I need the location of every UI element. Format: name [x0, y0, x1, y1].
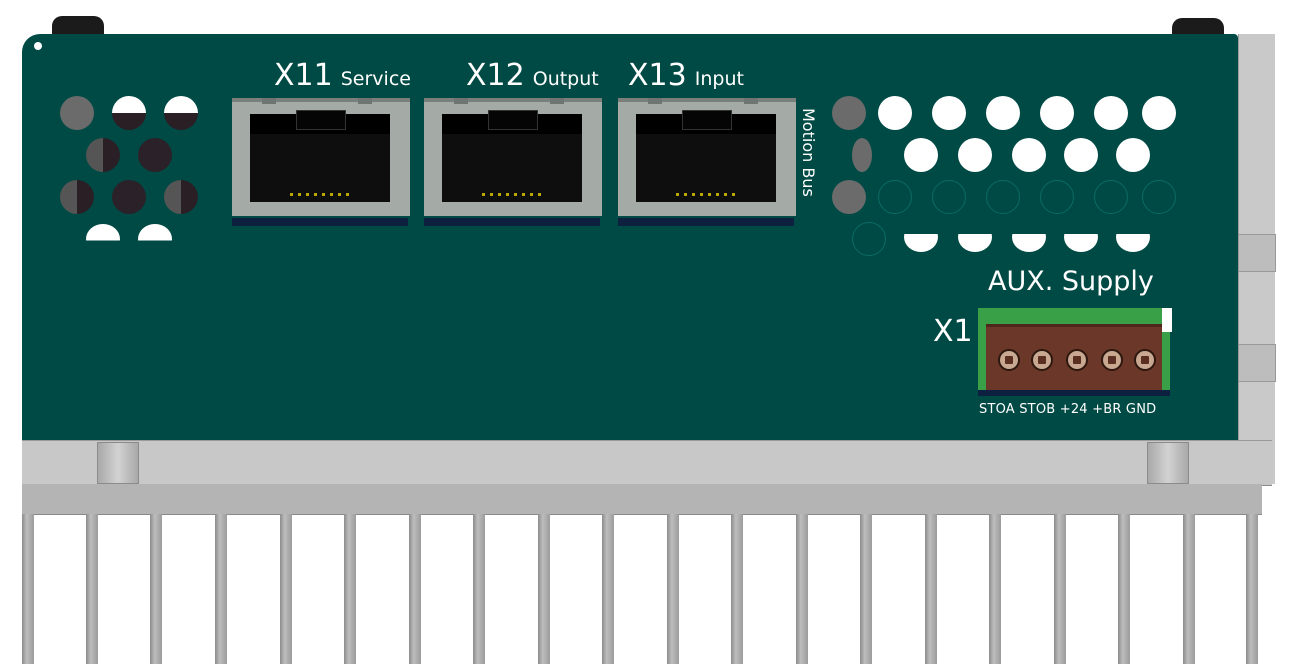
connector-x1-label: X1	[933, 314, 973, 349]
motion-bus-label: Motion Bus	[799, 108, 818, 197]
top-clip	[52, 16, 104, 36]
rj45-port-x13[interactable]	[618, 98, 796, 226]
terminal-screw-br[interactable]	[1101, 349, 1123, 371]
pin-label: STOB	[1019, 402, 1056, 417]
aux-supply-title: AUX. Supply	[988, 266, 1154, 297]
panel-corner-mark	[34, 42, 42, 50]
terminal-pin-labels: STOA STOB +24 +BR GND	[979, 402, 1156, 417]
side-rail-step	[1238, 344, 1276, 382]
terminal-screw-stoa[interactable]	[998, 349, 1020, 371]
heatsink-fins	[22, 514, 1262, 664]
terminal-base	[978, 390, 1170, 396]
rj45-port-x12[interactable]	[424, 98, 602, 226]
heatsink-base	[22, 440, 1272, 486]
terminal-screw-24v[interactable]	[1066, 349, 1088, 371]
terminal-screw-gnd[interactable]	[1134, 349, 1156, 371]
terminal-latch	[1162, 308, 1172, 332]
side-rail-step	[1238, 234, 1276, 272]
pin-label: GND	[1125, 402, 1157, 417]
mounting-stud	[1147, 442, 1189, 484]
pin-label: STOA	[979, 402, 1015, 417]
terminal-block[interactable]	[986, 324, 1162, 393]
top-clip	[1172, 18, 1224, 38]
terminal-screw-stob[interactable]	[1031, 349, 1053, 371]
mounting-stud	[97, 442, 139, 484]
pin-label: +24	[1059, 402, 1088, 417]
heatsink-plate	[22, 484, 1262, 515]
rj45-port-x11[interactable]	[232, 98, 410, 226]
pin-label: +BR	[1092, 402, 1122, 417]
